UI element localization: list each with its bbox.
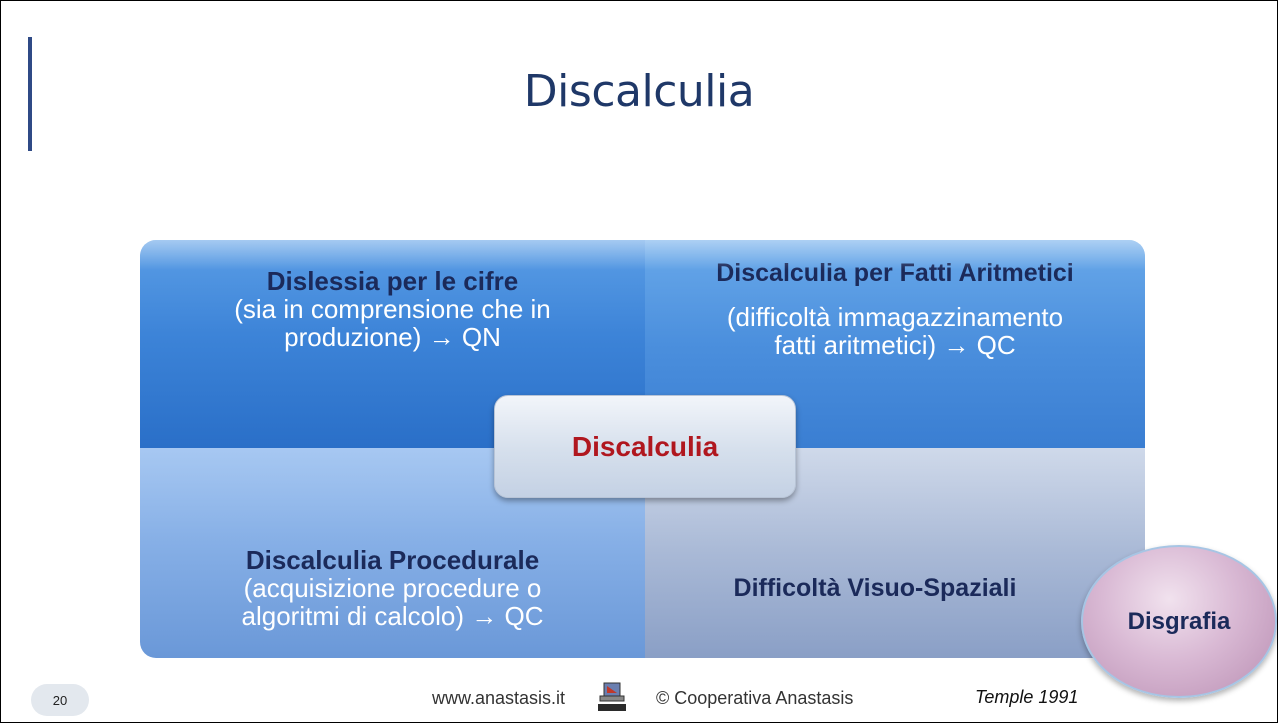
footer-url: www.anastasis.it <box>432 688 566 708</box>
quadrant-heading: Difficoltà Visuo-Spaziali <box>733 574 1017 602</box>
quadrant-heading: Discalculia Procedurale <box>245 545 540 575</box>
quadrant-text-line: (sia in comprensione che in <box>234 294 551 324</box>
quadrant-top-left: Dislessia per le cifre (sia in comprensi… <box>140 240 645 448</box>
quadrant-text-line: fatti aritmetici) → QC <box>774 330 1016 360</box>
center-label: Discalculia <box>571 430 719 462</box>
quadrant-text-line: produzione) → QN <box>284 322 501 352</box>
quadrant-text-line: (acquisizione procedure o <box>243 573 542 603</box>
circle-label: Disgrafia <box>1127 607 1231 635</box>
footer-copyright: © Cooperativa Anastasis <box>656 688 854 708</box>
footer-citation: Temple 1991 <box>975 687 1079 707</box>
page-number: 20 <box>31 684 89 716</box>
quadrant-text-line: (difficoltà immagazzinamento <box>726 302 1064 332</box>
accent-bar <box>28 37 32 151</box>
center-label-box: Discalculia <box>494 395 796 498</box>
anastasis-logo-icon <box>598 682 626 711</box>
slide-title: Discalculia <box>523 66 755 117</box>
disgrafia-circle: Disgrafia <box>1081 545 1277 698</box>
quadrant-heading: Discalculia per Fatti Aritmetici <box>716 259 1074 287</box>
quadrant-heading: Dislessia per le cifre <box>266 266 519 296</box>
quadrant-text-line: algoritmi di calcolo) → QC <box>241 601 544 631</box>
